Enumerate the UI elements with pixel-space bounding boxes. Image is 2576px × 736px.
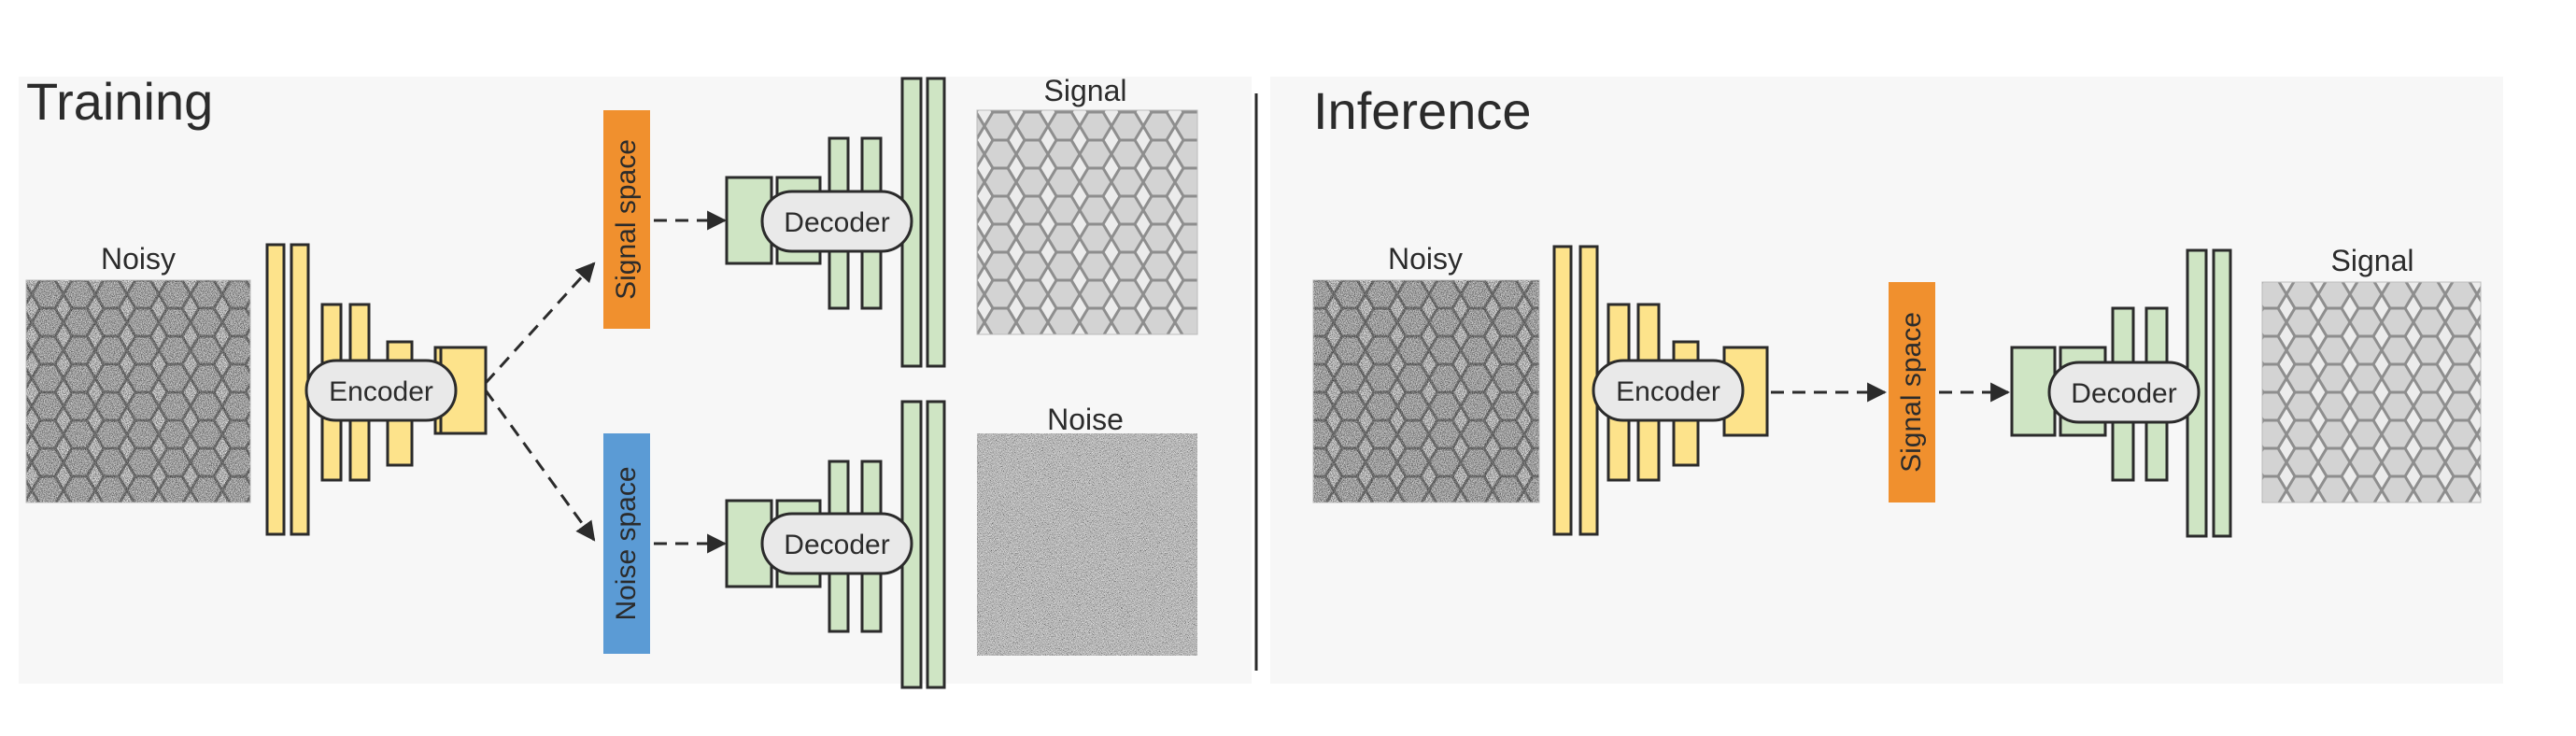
training-title: Training <box>26 72 213 131</box>
inference-signal-image <box>2261 281 2482 503</box>
training-encoder-label: Encoder <box>304 359 458 422</box>
training-input-label: Noisy <box>101 242 176 276</box>
svg-text:Encoder: Encoder <box>329 376 433 407</box>
training-signal-image <box>976 109 1198 335</box>
svg-text:Decoder: Decoder <box>2071 378 2176 409</box>
inference-encoder-label: Encoder <box>1592 359 1745 422</box>
inference-signal-space: Signal space <box>1889 282 1935 502</box>
arrow-encoder-to-signal-space <box>484 262 596 385</box>
inference-input-label: Noisy <box>1388 242 1463 276</box>
svg-text:Signal space: Signal space <box>611 139 642 300</box>
training-signal-output-label: Signal <box>1044 74 1127 107</box>
arrow-encoder-to-noise-space <box>484 389 596 542</box>
inference-title: Inference <box>1313 81 1532 140</box>
training-signal-decoder-label: Decoder <box>760 190 913 253</box>
inference-decoder-label: Decoder <box>2047 361 2201 424</box>
inference-signal-output-label: Signal <box>2331 244 2414 277</box>
svg-text:Decoder: Decoder <box>784 207 889 238</box>
svg-text:Decoder: Decoder <box>784 530 889 560</box>
svg-text:Signal space: Signal space <box>1896 312 1927 473</box>
training-noise-output-label: Noise <box>1047 403 1124 436</box>
training-noise-decoder-label: Decoder <box>760 512 913 575</box>
training-noise-space: Noise space <box>603 433 650 654</box>
training-noise-image <box>977 433 1197 656</box>
training-signal-space: Signal space <box>603 110 650 329</box>
svg-text:Noise space: Noise space <box>611 466 642 620</box>
svg-text:Encoder: Encoder <box>1616 376 1720 407</box>
training-noisy-image <box>25 279 251 503</box>
inference-noisy-image <box>1312 279 1540 503</box>
